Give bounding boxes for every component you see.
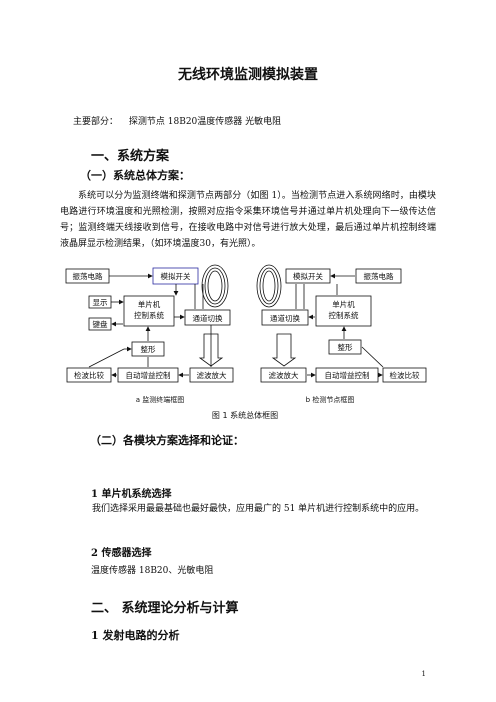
left-shaping-label: 整形 bbox=[141, 344, 156, 354]
right-channel-switch-box bbox=[261, 309, 309, 326]
left-agc-label: 自动增益控制 bbox=[126, 370, 171, 380]
right-analog-switch-box bbox=[285, 268, 331, 284]
left-diagram-caption: a 监测终端框图 bbox=[136, 395, 185, 404]
left-mcu-box bbox=[123, 295, 175, 327]
main-parts-line: 主要部分： 探测节点 18B20温度传感器 光敏电阻 bbox=[73, 114, 281, 127]
section1-sub1-heading: （一）系统总体方案： bbox=[80, 169, 190, 182]
right-mcu-label-2: 控制系统 bbox=[329, 310, 359, 320]
right-filter-amp-label: 滤波放大 bbox=[269, 370, 299, 380]
item2-text: 温度传感器 18B20、光敏电阻 bbox=[91, 566, 214, 576]
right-mcu-label-1: 单片机 bbox=[332, 299, 355, 309]
section2-heading: 二、 系统理论分析与计算 bbox=[91, 601, 239, 616]
right-mcu-box bbox=[315, 295, 372, 327]
main-parts-content: 探测节点 18B20温度传感器 光敏电阻 bbox=[128, 117, 282, 127]
right-oscillator-box bbox=[355, 268, 402, 284]
document-title: 无线环境监测模拟装置 bbox=[178, 67, 318, 83]
left-analog-switch-box bbox=[152, 267, 199, 285]
left-keyboard-label: 键盘 bbox=[93, 319, 108, 329]
right-detect-compare-box bbox=[382, 367, 427, 383]
system-block-diagram: 振荡电路 模拟开关 显示 键盘 单片机 控制系统 通道切换 整形 检波比较 自动… bbox=[65, 264, 427, 420]
right-shaping-box bbox=[328, 339, 362, 355]
right-shaping-label: 整形 bbox=[338, 342, 353, 352]
left-mcu-label-1: 单片机 bbox=[138, 299, 161, 309]
left-analog-switch-label: 模拟开关 bbox=[161, 271, 191, 281]
right-detect-compare-label: 检波比较 bbox=[390, 370, 420, 380]
right-analog-switch-label: 模拟开关 bbox=[293, 271, 323, 281]
left-agc-box bbox=[117, 367, 179, 383]
left-detect-compare-box bbox=[66, 367, 112, 383]
left-oscillator-label: 振荡电路 bbox=[73, 271, 103, 281]
left-shaping-box bbox=[131, 341, 165, 357]
right-agc-label: 自动增益控制 bbox=[325, 370, 370, 380]
left-channel-switch-box bbox=[184, 309, 231, 326]
right-channel-switch-label: 通道切换 bbox=[270, 313, 300, 323]
figure-caption: 图 1 系统总体框图 bbox=[212, 410, 278, 420]
left-detect-compare-label: 检波比较 bbox=[74, 370, 104, 380]
section1-sub2-heading: （二）各模块方案选择和论证： bbox=[90, 434, 244, 447]
left-antenna-coil-icon bbox=[201, 264, 229, 308]
right-diagram-caption: b 检测节点框图 bbox=[306, 395, 355, 404]
system-overview-paragraph: 系统可以分为监测终端和探测节点两部分（如图 1）。当检测节点进入系统网络时，由模… bbox=[60, 191, 436, 249]
right-filter-amp-box bbox=[260, 367, 307, 383]
section1-heading: 一、系统方案 bbox=[91, 149, 170, 164]
item2-heading: 2 传感器选择 bbox=[91, 548, 152, 559]
left-channel-switch-label: 通道切换 bbox=[193, 313, 223, 323]
left-filter-amp-label: 滤波放大 bbox=[197, 370, 227, 380]
right-oscillator-label: 振荡电路 bbox=[364, 271, 394, 281]
left-keyboard-box bbox=[88, 317, 112, 331]
left-display-label: 显示 bbox=[93, 298, 108, 307]
section2-item1-heading: 1 发射电路的分析 bbox=[91, 629, 180, 642]
item1-text: 我们选择采用最最基础也最好最快，应用最广的 51 单片机进行控制系统中的应用。 bbox=[92, 504, 425, 514]
right-antenna-coil-icon bbox=[256, 264, 282, 308]
item1-heading: 1 单片机系统选择 bbox=[91, 489, 172, 500]
main-parts-label: 主要部分： bbox=[73, 117, 119, 127]
left-filter-amp-box bbox=[189, 367, 234, 383]
left-mcu-label-2: 控制系统 bbox=[134, 310, 164, 320]
page-number: 1 bbox=[421, 670, 426, 678]
